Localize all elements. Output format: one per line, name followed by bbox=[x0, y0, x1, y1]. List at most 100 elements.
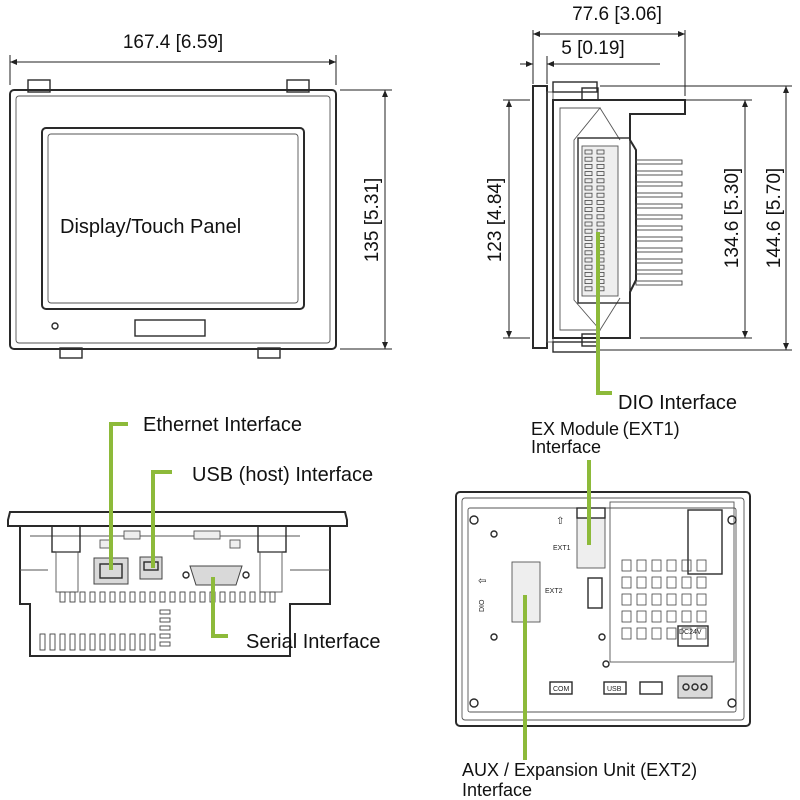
dio-pin bbox=[584, 264, 593, 270]
dio-pin bbox=[596, 178, 605, 184]
front-height-label: 135 [5.31] bbox=[362, 178, 383, 263]
bottom-vent-slot bbox=[139, 591, 146, 603]
side-cutout-label: 123 [4.84] bbox=[485, 178, 506, 263]
rear-vent-cell bbox=[651, 576, 662, 589]
front-height-dimension: 135 [5.31] bbox=[340, 89, 392, 350]
bottom-vent-slot bbox=[119, 591, 126, 603]
bottom-vent-slot bbox=[99, 633, 106, 651]
cooling-fin bbox=[635, 203, 683, 209]
usb-port-label bbox=[603, 681, 627, 695]
dio-pin bbox=[584, 185, 593, 191]
bottom-vent-slot bbox=[179, 591, 186, 603]
side-total-dimension: 144.6 [5.70] bbox=[600, 85, 792, 351]
cooling-fin bbox=[635, 214, 683, 220]
rear-vent-cell bbox=[681, 593, 692, 606]
bottom-vent-slot bbox=[269, 591, 276, 603]
dio-connector bbox=[577, 137, 631, 304]
front-mount-tab bbox=[27, 79, 51, 93]
side-mount-clip bbox=[552, 341, 598, 353]
ethernet-callout: Ethernet Interface bbox=[109, 414, 302, 570]
serial-callout: Serial Interface bbox=[211, 577, 381, 653]
cooling-fin bbox=[635, 192, 683, 198]
rear-vent-cell bbox=[666, 610, 677, 623]
rear-vent-cell bbox=[636, 593, 647, 606]
dio-pin bbox=[584, 149, 593, 155]
dio-pin bbox=[584, 228, 593, 234]
display-screen-inner bbox=[47, 133, 299, 304]
rear-vent-cell bbox=[696, 627, 707, 640]
dio-pin bbox=[584, 271, 593, 277]
aux-expansion-callout: AUX / Expansion Unit (EXT2) Interface bbox=[462, 595, 697, 800]
dio-pin bbox=[596, 214, 605, 220]
display-screen bbox=[41, 127, 305, 310]
dio-pin-grid bbox=[584, 149, 605, 292]
rear-vent-cell bbox=[696, 576, 707, 589]
rear-vent-cell bbox=[636, 610, 647, 623]
rear-vent-cell bbox=[621, 627, 632, 640]
dio-pin bbox=[596, 199, 605, 205]
rear-vent-cell bbox=[681, 576, 692, 589]
cooling-fin bbox=[635, 280, 683, 286]
rear-vent-cell bbox=[621, 559, 632, 572]
dio-pin bbox=[596, 156, 605, 162]
com-port-label bbox=[549, 681, 573, 695]
aux-expansion-label-line1: AUX / Expansion Unit (EXT2) bbox=[462, 760, 697, 780]
side-bezel bbox=[532, 85, 548, 349]
side-mount-clip bbox=[581, 87, 599, 101]
rear-vent-cell bbox=[666, 576, 677, 589]
dio-pin bbox=[584, 171, 593, 177]
rear-vent-cell bbox=[651, 593, 662, 606]
side-body-dimension: 134.6 [5.30] bbox=[640, 99, 752, 339]
dio-pin bbox=[584, 199, 593, 205]
side-total-label: 144.6 [5.70] bbox=[764, 168, 785, 268]
ext1-marking: EXT1 bbox=[553, 545, 571, 552]
front-view: Display/Touch Panel bbox=[9, 79, 337, 359]
dio-pin bbox=[584, 156, 593, 162]
bottom-vent-slot bbox=[159, 633, 171, 639]
dio-pin bbox=[596, 221, 605, 227]
rear-vent-cell bbox=[651, 610, 662, 623]
side-cooling-fins bbox=[635, 159, 683, 286]
bottom-vent-slot bbox=[149, 591, 156, 603]
dio-pin bbox=[584, 257, 593, 263]
bottom-vent-slot bbox=[79, 591, 86, 603]
rear-vent-cell bbox=[621, 610, 632, 623]
side-bezel-label: 5 [0.19] bbox=[561, 38, 624, 59]
rear-vent-cell bbox=[666, 559, 677, 572]
power-terminal bbox=[677, 675, 713, 699]
rear-vent-cell bbox=[666, 593, 677, 606]
bottom-latch bbox=[51, 525, 81, 553]
com-marking: COM bbox=[553, 686, 570, 693]
rear-vent-cell bbox=[636, 627, 647, 640]
dio-pin bbox=[584, 178, 593, 184]
rear-vent-cell bbox=[681, 610, 692, 623]
dio-pin bbox=[584, 192, 593, 198]
side-view bbox=[532, 81, 686, 353]
bottom-vent-slot bbox=[109, 633, 116, 651]
side-cutout-dimension: 123 [4.84] bbox=[485, 99, 530, 339]
bottom-vent-slot bbox=[189, 591, 196, 603]
ex-module-label-line2: Interface bbox=[531, 437, 601, 457]
cooling-fin bbox=[635, 236, 683, 242]
bottom-vent-slot bbox=[39, 633, 46, 651]
dc24v-label bbox=[677, 625, 709, 647]
dio-interface-label: DIO Interface bbox=[618, 392, 737, 414]
rear-vent-grid bbox=[621, 559, 707, 640]
bottom-vent-slot bbox=[119, 633, 126, 651]
rear-outer-frame bbox=[455, 491, 751, 727]
rear-vent-cell bbox=[666, 627, 677, 640]
bottom-vent-slot bbox=[79, 633, 86, 651]
cooling-fin bbox=[635, 170, 683, 176]
aux-expansion-label-line2: Interface bbox=[462, 780, 532, 800]
usb-host-interface-label: USB (host) Interface bbox=[192, 464, 373, 486]
side-mount-clip bbox=[581, 333, 599, 347]
bottom-vent-slot bbox=[239, 591, 246, 603]
front-width-label: 167.4 [6.59] bbox=[123, 32, 223, 53]
bottom-vent-slot bbox=[89, 633, 96, 651]
dio-pin bbox=[584, 221, 593, 227]
side-depth-label: 77.6 [3.06] bbox=[572, 4, 662, 25]
status-led-icon bbox=[51, 322, 59, 330]
bottom-vent-slot bbox=[99, 591, 106, 603]
bottom-vent-slot bbox=[259, 591, 266, 603]
